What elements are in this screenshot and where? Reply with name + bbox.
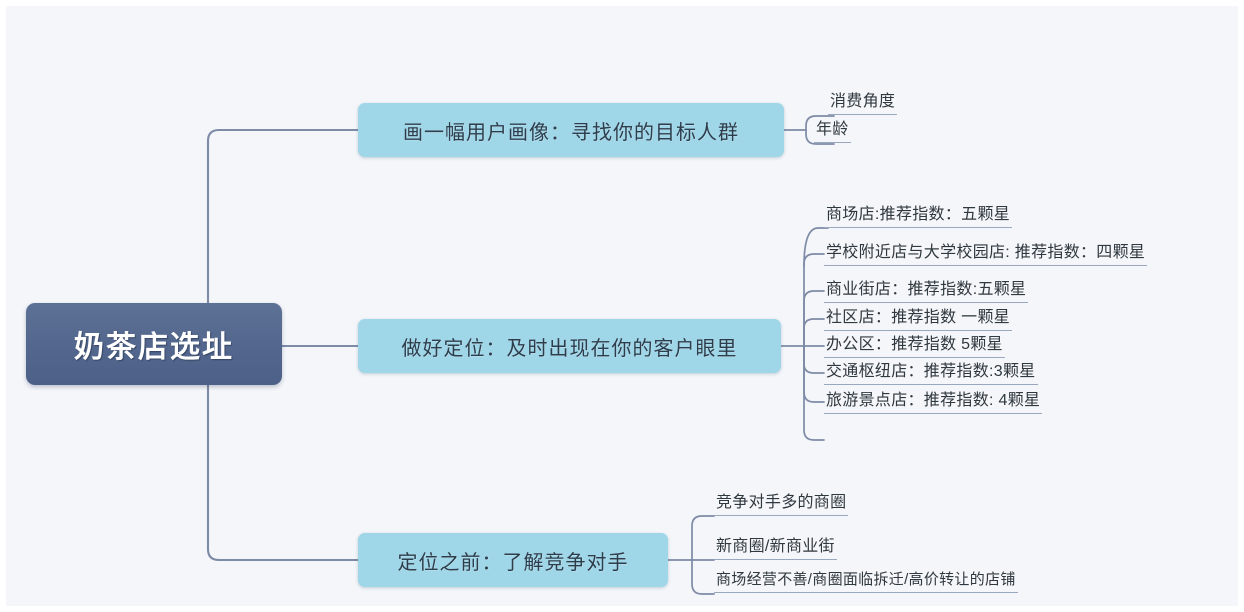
branch-node-competitors[interactable]: 定位之前：了解竞争对手 <box>358 533 668 587</box>
leaf-label-tourist-spot-store: 旅游景点店：推荐指数: 4颗星 <box>824 391 1043 414</box>
leaf-node-many-competitors-district[interactable]: 竞争对手多的商圈 <box>714 493 849 516</box>
root-node-label: 奶茶店选址 <box>74 331 234 364</box>
leaf-label-school-campus-store: 学校附近店与大学校园店: 推荐指数：四颗星 <box>824 243 1148 266</box>
leaf-label-age: 年龄 <box>814 120 851 143</box>
branch-label-competitors: 定位之前：了解竞争对手 <box>397 551 629 574</box>
leaf-node-commercial-street-store[interactable]: 商业街店：推荐指数:五颗星 <box>824 280 1029 303</box>
leaf-label-new-district: 新商圈/新商业街 <box>714 537 837 560</box>
root-node[interactable]: 奶茶店选址 <box>26 303 282 385</box>
leaf-label-commercial-street-store: 商业街店：推荐指数:五颗星 <box>824 280 1029 303</box>
leaf-node-age[interactable]: 年龄 <box>814 120 851 143</box>
leaf-node-tourist-spot-store[interactable]: 旅游景点店：推荐指数: 4颗星 <box>824 391 1043 414</box>
branch-node-positioning[interactable]: 做好定位：及时出现在你的客户眼里 <box>358 319 781 373</box>
leaf-node-transport-hub-store[interactable]: 交通枢纽店：推荐指数:3颗星 <box>824 362 1038 385</box>
branch-node-user-persona[interactable]: 画一幅用户画像：寻找你的目标人群 <box>358 103 784 157</box>
leaf-node-school-campus-store[interactable]: 学校附近店与大学校园店: 推荐指数：四颗星 <box>824 243 1148 266</box>
leaf-node-poor-operation[interactable]: 商场经营不善/商圈面临拆迁/高价转让的店铺 <box>714 570 1018 593</box>
leaf-label-office-area: 办公区：推荐指数 5颗星 <box>824 335 1005 358</box>
leaf-label-consumption-angle: 消费角度 <box>828 92 898 115</box>
leaf-node-new-district[interactable]: 新商圈/新商业街 <box>714 537 837 560</box>
leaf-label-poor-operation: 商场经营不善/商圈面临拆迁/高价转让的店铺 <box>714 570 1018 593</box>
leaf-label-transport-hub-store: 交通枢纽店：推荐指数:3颗星 <box>824 362 1038 385</box>
leaf-node-consumption-angle[interactable]: 消费角度 <box>828 92 898 115</box>
leaf-label-community-store: 社区店：推荐指数 一颗星 <box>824 308 1013 331</box>
leaf-node-community-store[interactable]: 社区店：推荐指数 一颗星 <box>824 308 1013 331</box>
branch-label-positioning: 做好定位：及时出现在你的客户眼里 <box>401 337 738 360</box>
leaf-node-office-area[interactable]: 办公区：推荐指数 5颗星 <box>824 335 1005 358</box>
leaf-node-mall-store[interactable]: 商场店:推荐指数：五颗星 <box>824 205 1013 228</box>
branch-label-user-persona: 画一幅用户画像：寻找你的目标人群 <box>403 121 739 144</box>
leaf-label-many-competitors-district: 竞争对手多的商圈 <box>714 493 849 516</box>
leaf-label-mall-store: 商场店:推荐指数：五颗星 <box>824 205 1013 228</box>
